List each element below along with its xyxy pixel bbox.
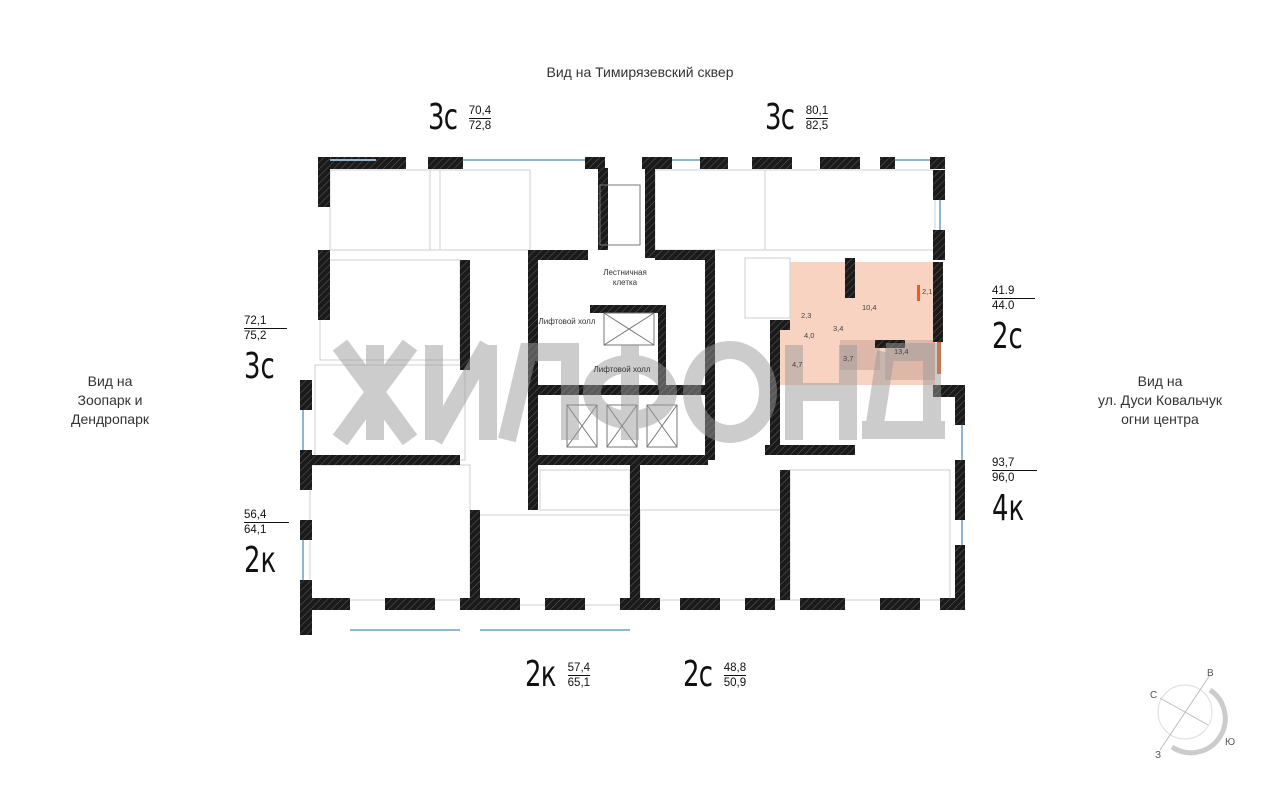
lift-hall-label: Лифтовой холл <box>539 317 596 326</box>
compass-east: В <box>1207 668 1214 679</box>
room-area: 13,4 <box>894 347 909 356</box>
compass-rose: С В Ю З <box>1150 668 1235 761</box>
view-right-label: Вид на ул. Дуси Ковальчук огни центра <box>1080 372 1240 429</box>
area-total: 96,0 <box>992 472 1015 484</box>
lift-hall-label: Лифтовой холл <box>594 365 651 374</box>
compass-west: З <box>1155 750 1161 761</box>
apartment-type: 3с <box>765 97 795 138</box>
apartment-type: 4к <box>992 488 1025 529</box>
area-living: 41.9 <box>992 284 1035 299</box>
room-area: 3,4 <box>833 324 843 333</box>
room-area: 4,7 <box>792 360 802 369</box>
area-living: 70,4 <box>468 104 492 119</box>
room-area: 10,4 <box>862 303 877 312</box>
stairs-label: Лестничная <box>603 268 647 277</box>
area-total: 72,8 <box>468 119 492 132</box>
apartment-type: 2с <box>992 316 1023 357</box>
area-living: 93,7 <box>992 456 1037 471</box>
area-living: 80,1 <box>805 104 829 119</box>
view-right-line: Вид на <box>1137 373 1183 389</box>
windows <box>302 159 963 631</box>
apartment-type: 3с <box>428 97 458 138</box>
view-left-line: Зоопарк и <box>77 392 143 408</box>
area-living: 56,4 <box>244 508 289 523</box>
view-top-label: Вид на Тимирязевский сквер <box>546 64 734 80</box>
area-total: 82,5 <box>805 119 829 132</box>
area-total: 64,1 <box>244 524 267 536</box>
room-area: 3,7 <box>843 354 853 363</box>
compass-north: С <box>1150 690 1157 701</box>
area-total: 75,2 <box>244 330 267 342</box>
area-total: 50,9 <box>723 676 747 689</box>
area-total: 65,1 <box>567 676 591 689</box>
view-right-line: огни центра <box>1121 411 1199 427</box>
room-area: 2,3 <box>801 311 811 320</box>
apartment-type: 3с <box>244 346 275 387</box>
apartment-type: 2к <box>525 654 556 695</box>
view-left-line: Вид на <box>87 373 133 389</box>
area-living: 72,1 <box>244 314 287 329</box>
view-right-line: ул. Дуси Ковальчук <box>1098 392 1222 408</box>
stairs-label: клетка <box>613 278 638 287</box>
compass-south: Ю <box>1225 737 1235 748</box>
view-left-line: Дендропарк <box>70 411 150 427</box>
room-area: 4,0 <box>804 331 814 340</box>
area-total: 44.0 <box>992 300 1015 312</box>
apartment-type: 2к <box>244 540 277 581</box>
area-living: 57,4 <box>567 661 591 676</box>
apartment-type: 2с <box>683 654 713 695</box>
watermark-logo <box>332 339 945 446</box>
view-left-label: Вид на Зоопарк и Дендропарк <box>40 372 180 429</box>
area-living: 48,8 <box>723 661 747 676</box>
room-area: 2,1 <box>922 287 932 296</box>
